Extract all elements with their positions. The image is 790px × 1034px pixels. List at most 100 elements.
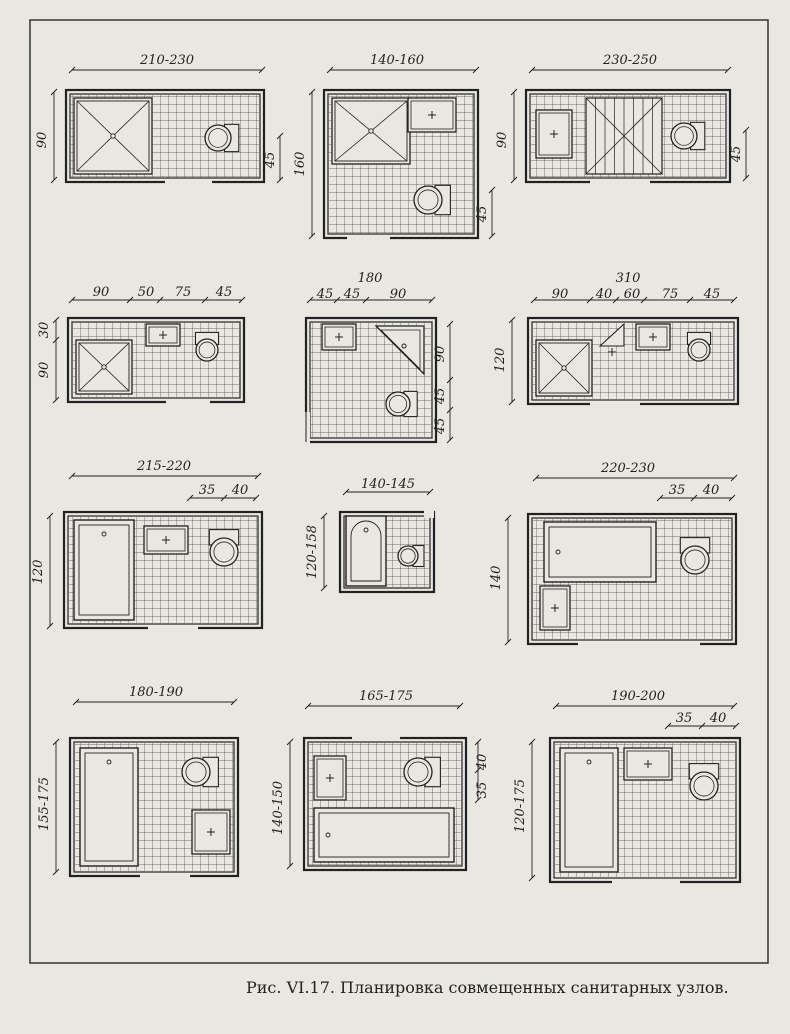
dimension-tick (286, 862, 294, 870)
dimension-label: 220-230 (600, 461, 655, 476)
dimension-tick (730, 474, 738, 482)
toilet-seat (690, 341, 708, 359)
dimension-label: 90 (552, 287, 569, 302)
bathtub-icon (543, 521, 657, 583)
dimension-label: 140-160 (370, 53, 424, 68)
dimension-label: 45 (729, 146, 744, 164)
dimension-tick (426, 488, 434, 496)
dimension-tick (126, 296, 134, 304)
toilet-seat (693, 775, 715, 797)
dimension-label: 140 (489, 566, 504, 591)
dimension-tick (504, 514, 512, 522)
bathtub-drain (325, 832, 331, 838)
dimension-tick (50, 176, 58, 184)
dimension-tick (456, 702, 464, 710)
dimension-label: 40 (231, 483, 249, 498)
dimension-tick (510, 176, 518, 184)
dimension-label: 75 (175, 285, 192, 300)
corner-basin-icon (598, 322, 625, 347)
dimension-label: 60 (624, 287, 641, 302)
dimension-tick (664, 722, 672, 730)
dimension-label: 45 (475, 206, 490, 224)
dimension-tick (612, 296, 620, 304)
dimension-tick (46, 512, 54, 520)
toilet-seat (185, 761, 207, 783)
dimension-tick (446, 436, 454, 444)
dimension-label: 45 (263, 152, 278, 170)
dimension-label: 90 (93, 285, 110, 300)
shower-tray-rim (334, 100, 408, 162)
washbasin-bowl (410, 100, 454, 130)
dimension-tick (530, 296, 538, 304)
dimension-label: 40 (475, 754, 490, 772)
dimension-tick (333, 296, 341, 304)
dimension-tick (528, 738, 536, 746)
dimension-label: 210-230 (139, 53, 194, 68)
shower-diagonal (585, 97, 663, 175)
washbasin-bowl (542, 588, 568, 628)
dimension-tick (504, 638, 512, 646)
dimension-tick (326, 66, 334, 74)
shower-drain (101, 364, 107, 370)
inner-wall (73, 741, 235, 873)
dimension-tick (68, 472, 76, 480)
inner-wall (69, 93, 261, 179)
dimension-tick (52, 316, 60, 324)
dimension-tick (220, 494, 228, 502)
dimension-tick (308, 232, 316, 240)
dimension-label: 45 (316, 287, 334, 302)
dimension-label: 45 (343, 287, 361, 302)
dimension-label: 165-175 (359, 689, 413, 704)
dimension-label: 35 (475, 782, 490, 799)
dimension-label: 230-250 (602, 53, 657, 68)
toilet-seat (417, 189, 439, 211)
dimension-tick (50, 88, 58, 96)
bathtub-drain (363, 527, 369, 533)
dimension-tick (656, 494, 664, 502)
dimension-tick (52, 396, 60, 404)
door-opening (578, 641, 700, 647)
dimension-label: 190-200 (611, 689, 665, 704)
bathtub-icon (313, 807, 455, 863)
inner-wall (553, 741, 737, 879)
toilet-seat (213, 541, 235, 563)
inner-wall (531, 321, 735, 401)
dimension-tick (686, 296, 694, 304)
washbasin-bowl (538, 112, 570, 156)
dimension-label: 90 (37, 362, 52, 379)
figure-caption: Рис. VI.17. Планировка совмещенных санит… (246, 978, 729, 997)
dimension-tick (252, 494, 260, 502)
dimension-label: 45 (703, 287, 721, 302)
dimension-label: 180-190 (129, 685, 183, 700)
washbasin-icon (313, 755, 347, 801)
dimension-tick (446, 376, 454, 384)
dimension-tick (528, 874, 536, 882)
door-opening (590, 401, 640, 407)
door-opening (140, 873, 190, 879)
figure-frame (29, 19, 769, 964)
dimension-tick (308, 88, 316, 96)
dimension-label: 140-145 (361, 477, 415, 492)
dimension-label: 90 (433, 346, 448, 363)
dimension-tick (728, 494, 736, 502)
dimension-label: 45 (215, 285, 233, 300)
dimension-label: 75 (662, 287, 679, 302)
toilet-seat (407, 761, 429, 783)
dimension-tick (276, 176, 284, 184)
dimension-tick (258, 66, 266, 74)
dimension-tick (472, 66, 480, 74)
washbasin-bowl (316, 758, 344, 798)
dimension-tick (488, 232, 496, 240)
toilet-seat (208, 128, 228, 148)
inner-wall (529, 93, 727, 179)
dimension-label: 310 (616, 271, 641, 286)
dimension-label: 155-175 (37, 777, 52, 831)
dimension-label: 140-150 (271, 781, 286, 835)
dimension-tick (698, 722, 706, 730)
dimension-tick (488, 186, 496, 194)
